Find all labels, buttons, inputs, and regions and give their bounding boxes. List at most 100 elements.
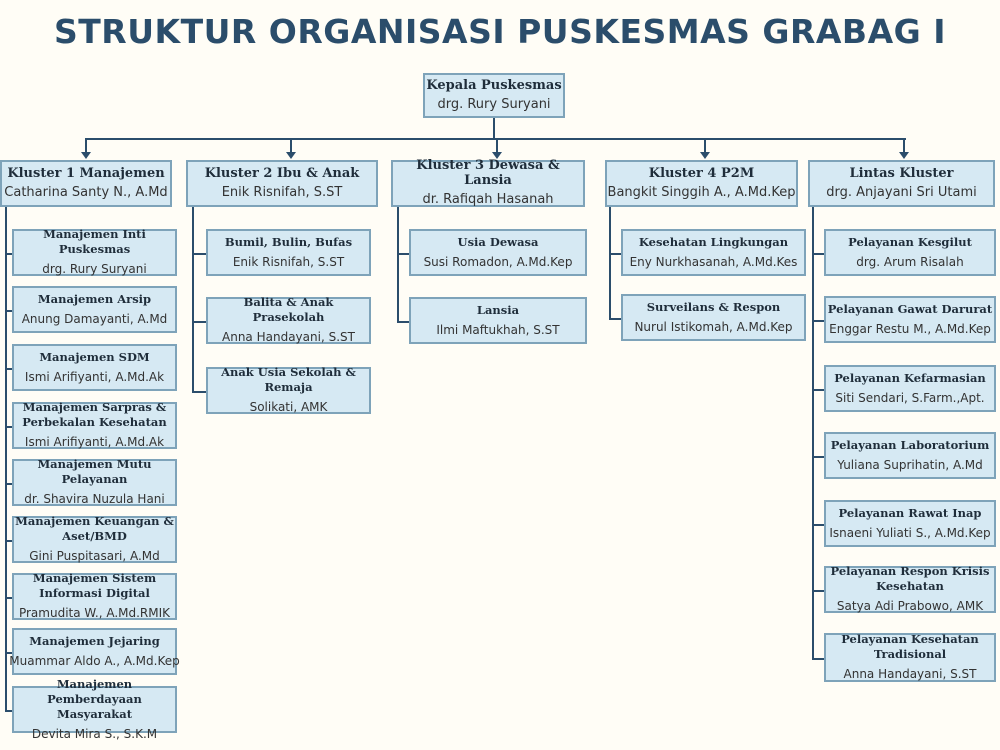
box-person-name: Yuliana Suprihatin, A.Md [837, 457, 983, 472]
unit-box: Manajemen SDM Ismi Arifiyanti, A.Md.Ak [12, 344, 177, 391]
box-person-name: Ismi Arifiyanti, A.Md.Ak [24, 369, 165, 384]
page-title: STRUKTUR ORGANISASI PUSKESMAS GRABAG I [54, 12, 946, 51]
box-title: Kluster 1 Manajemen [7, 165, 165, 181]
box-person-name: Pramudita W., A.Md.RMIK [18, 606, 171, 620]
connector-line [812, 657, 824, 660]
box-title: Lansia [476, 302, 520, 317]
box-title: Bumil, Bulin, Bufas [224, 234, 353, 249]
box-title: Kluster 2 Ibu & Anak [204, 165, 360, 181]
connector-line [5, 482, 12, 485]
connector-line [85, 138, 87, 153]
arrow-down-icon [899, 152, 909, 159]
box-person-name: Devita Mira S., S.K.M [31, 726, 158, 741]
connector-line [812, 388, 824, 391]
arrow-down-icon [81, 152, 91, 159]
box-title: Manajemen Inti Puskesmas [43, 227, 146, 256]
connector-line [812, 523, 824, 526]
box-title: Kluster 4 P2M [648, 165, 755, 181]
box-person-name: drg. Rury Suryani [437, 96, 551, 112]
box-person-name: Anna Handayani, S.ST [222, 330, 355, 344]
box-title: Surveilans & Respon [646, 299, 781, 314]
box-person-name: Eny Nurkhasanah, A.Md.Kes [629, 254, 798, 269]
connector-line [812, 207, 814, 659]
unit-box: Manajemen Sarpras & Perbekalan Kesehatan… [12, 400, 177, 449]
box-title: Pelayanan Kesgilut [848, 234, 972, 249]
box-person-name: Gini Puspitasari, A.Md [29, 549, 160, 563]
box-title: Pelayanan Rawat Inap [838, 505, 982, 520]
box-title: Manajemen Pemberdayaan Masyarakat [47, 676, 142, 721]
connector-line [609, 207, 611, 319]
box-person-name: Susi Romadon, A.Md.Kep [423, 254, 573, 269]
connector-line [5, 309, 12, 312]
box-title: Manajemen Jejaring [29, 633, 160, 648]
connector-line [192, 252, 206, 255]
box-person-name: Enik Risnifah, S.ST [221, 184, 343, 200]
box-person-name: Anna Handayani, S.ST [843, 667, 977, 681]
arrow-down-icon [286, 152, 296, 159]
box-title: Usia Dewasa [457, 234, 539, 249]
connector-line [192, 390, 206, 393]
connector-line [5, 539, 12, 542]
connector-line [496, 138, 498, 153]
box-person-name: Enik Risnifah, S.ST [232, 254, 345, 269]
connector-line [192, 207, 194, 392]
box-title: Pelayanan Laboratorium [830, 437, 990, 452]
box-person-name: Siti Sendari, S.Farm.,Apt. [835, 390, 985, 405]
arrow-down-icon [492, 152, 502, 159]
cluster-box: Lintas Kluster drg. Anjayani Sri Utami [808, 160, 995, 207]
connector-line [812, 319, 824, 322]
connector-line [812, 589, 824, 592]
box-person-name: Anung Damayanti, A.Md [21, 311, 168, 326]
box-title: Anak Usia Sekolah & Remaja [221, 365, 356, 394]
box-title: Balita & Anak Prasekolah [243, 295, 334, 324]
connector-line [5, 709, 12, 712]
box-person-name: Ismi Arifiyanti, A.Md.Ak [24, 435, 165, 449]
box-person-name: Enggar Restu M., A.Md.Kep [829, 321, 991, 336]
unit-box: Manajemen Keuangan & Aset/BMD Gini Puspit… [12, 514, 177, 563]
connector-line [290, 138, 292, 153]
box-person-name: Muammar Aldo A., A.Md.Kep [9, 653, 180, 668]
box-title: Kluster 3 Dewasa & Lansia [416, 158, 560, 188]
box-title: Lintas Kluster [849, 165, 954, 181]
box-person-name: Solikati, AMK [249, 400, 328, 414]
box-title: Manajemen Arsip [37, 291, 152, 306]
box-title: Manajemen Sarpras & Perbekalan Kesehatan [22, 400, 167, 429]
box-person-name: drg. Anjayani Sri Utami [826, 184, 977, 200]
box-person-name: Satya Adi Prabowo, AMK [836, 599, 984, 613]
cluster-box: Kluster 3 Dewasa & Lansia dr. Rafiqah Has… [391, 158, 585, 207]
box-person-name: Nurul Istikomah, A.Md.Kep [634, 319, 793, 334]
connector-line [192, 320, 206, 323]
connector-line [5, 367, 12, 370]
box-title: Manajemen Keuangan & Aset/BMD [15, 514, 174, 543]
connector-line [609, 252, 621, 255]
connector-line [903, 138, 905, 153]
connector-line [704, 138, 706, 153]
box-person-name: dr. Rafiqah Hasanah [422, 192, 554, 207]
connector-line [5, 207, 7, 711]
box-title: Pelayanan Kesehatan Tradisional [841, 632, 979, 661]
box-title: Manajemen SDM [39, 349, 150, 364]
connector-line [397, 320, 409, 323]
connector-line [5, 252, 12, 255]
box-title: Pelayanan Kefarmasian [834, 370, 986, 385]
box-person-name: Catharina Santy N., A.Md [4, 184, 168, 200]
